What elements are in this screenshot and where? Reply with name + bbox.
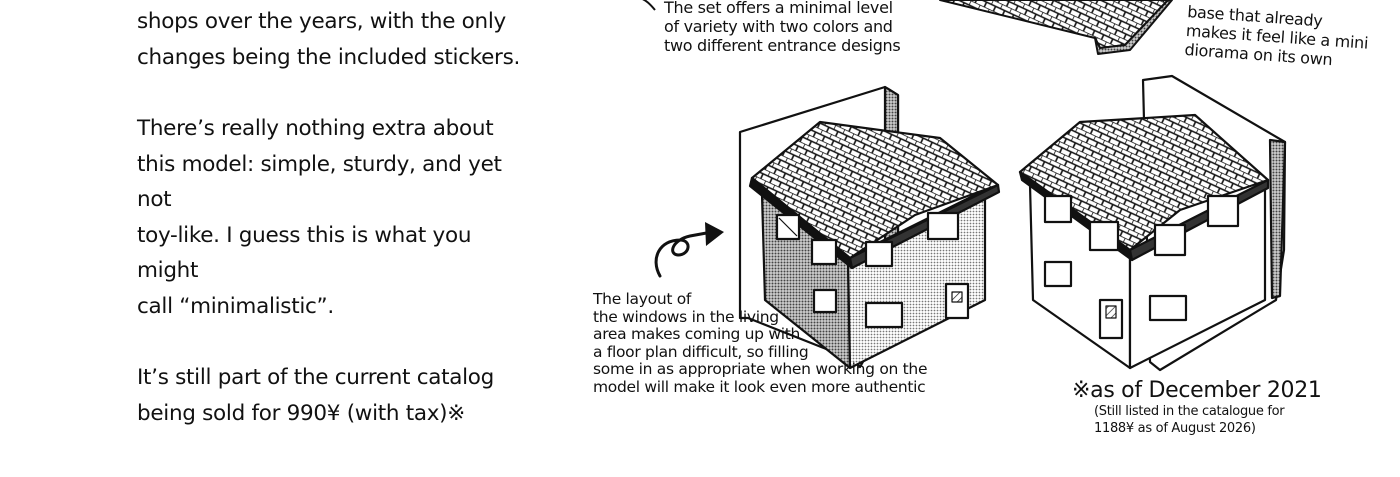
body-line: shops over the years, with the only: [137, 9, 506, 34]
body-line: this model: simple, sturdy, and yet not: [137, 151, 502, 213]
annotation-line: a floor plan difficult, so filling: [593, 342, 809, 361]
footnote-main: ※as of December 2021: [1072, 378, 1322, 403]
body-line: toy-like. I guess this is what you might: [137, 222, 472, 284]
right-house: [1018, 74, 1287, 372]
body-line: There’s really nothing extra about: [137, 116, 494, 141]
footnote-sub-line: (Still listed in the catalogue for: [1094, 404, 1285, 419]
footnote-sub-line: 1188¥ as of August 2026): [1094, 421, 1256, 436]
annotation-line: model will make it look even more authen…: [593, 377, 926, 396]
body-line: changes being the included stickers.: [137, 44, 521, 70]
top-house-fragment: [939, 0, 1173, 55]
annotation-line: The set offers a minimal level: [664, 0, 893, 17]
body-line: being sold for 990¥ (with tax)※: [137, 400, 465, 426]
annotation-windows: The layout of the windows in the living …: [593, 290, 928, 396]
annotation-variety: The set offers a minimal level of variet…: [664, 0, 901, 55]
annotation-line: of variety with two colors and: [664, 17, 893, 36]
arrow-icon: [654, 230, 714, 278]
left-house: [738, 85, 1001, 370]
footnote: ※as of December 2021 (Still listed in th…: [1072, 378, 1322, 437]
annotation-line: the windows in the living: [593, 307, 779, 326]
body-line: It’s still part of the current catalog: [137, 365, 494, 390]
body-text: shops over the years, with the only chan…: [137, 4, 537, 431]
leader-line: [642, 0, 656, 11]
annotation-line: some in as appropriate when working on t…: [593, 360, 928, 378]
annotation-line: area makes coming up with: [593, 325, 801, 343]
body-line: call “minimalistic”.: [137, 293, 334, 319]
annotation-line: two different entrance designs: [664, 36, 901, 55]
annotation-line: The layout of: [593, 290, 692, 308]
